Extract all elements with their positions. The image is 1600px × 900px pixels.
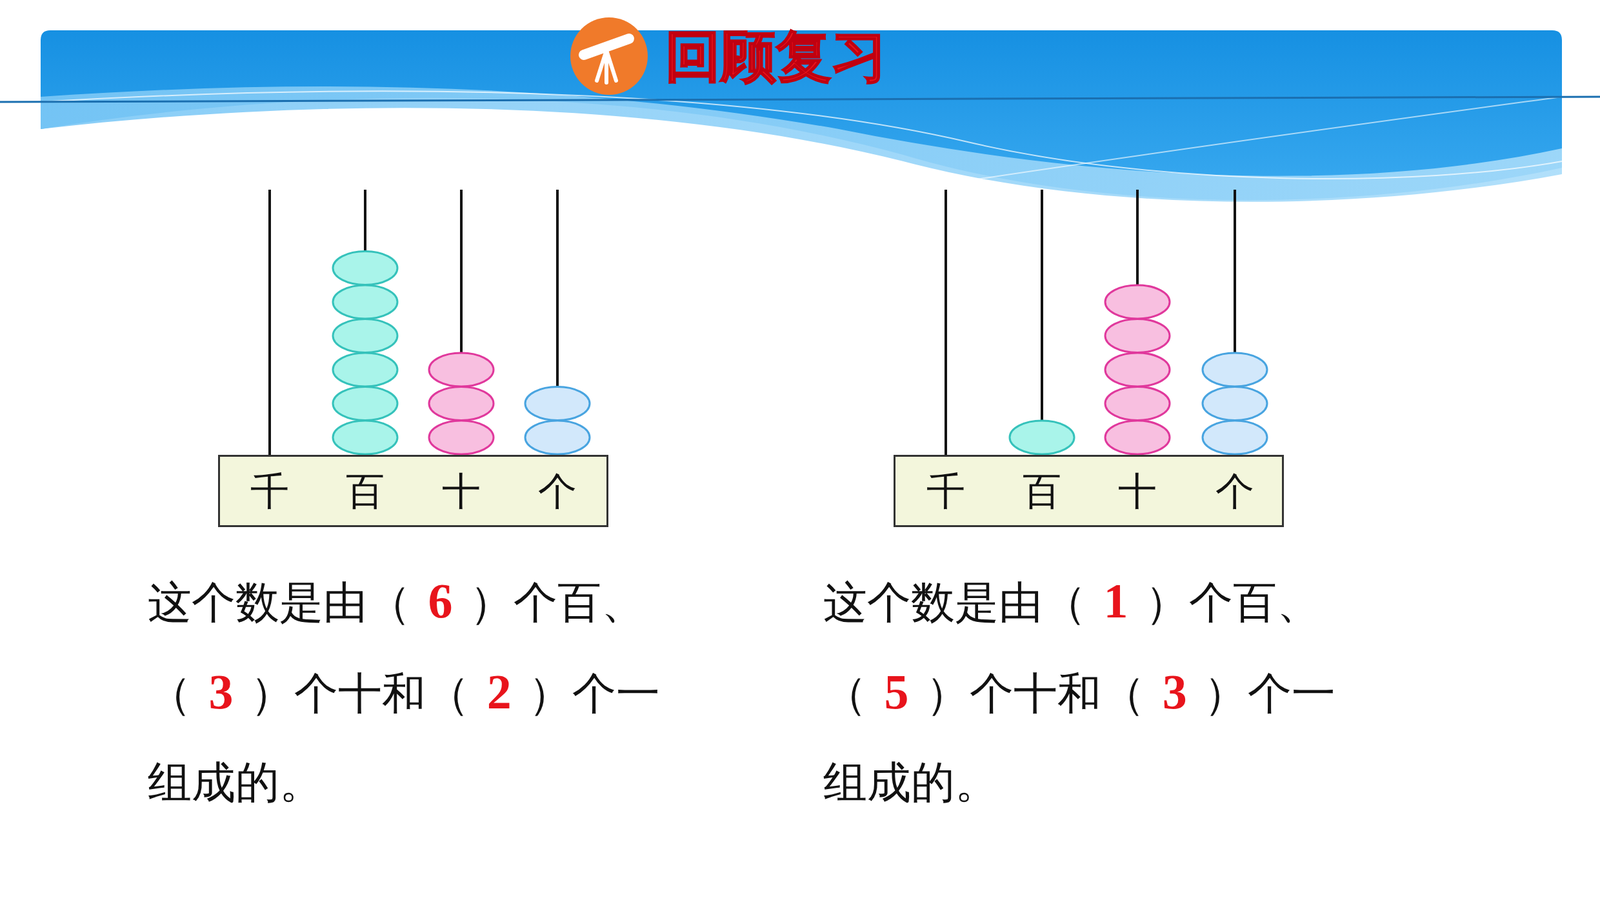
place-label: 千 xyxy=(250,471,290,511)
place-label: 百 xyxy=(1022,471,1062,511)
abacus-bead xyxy=(1202,420,1268,455)
header-wave xyxy=(40,86,1562,202)
place-label: 千 xyxy=(926,471,966,511)
sentence-text: 组成的。 xyxy=(823,756,999,808)
header-highlight xyxy=(967,96,1562,181)
sentence-text: ）个百、 xyxy=(469,576,646,628)
abacus-bead xyxy=(525,387,590,421)
place-label: 百 xyxy=(345,471,385,511)
abacus-bead xyxy=(332,285,398,319)
sentence: 这个数是由（ 1 ）个百、 （ 5 ）个十和（ 3 ）个一组成的。 xyxy=(823,556,1336,828)
header-rule xyxy=(0,96,1600,102)
abacus-rod xyxy=(944,189,948,455)
place-value-base: 千百十个 xyxy=(218,454,609,528)
abacus-bead xyxy=(332,387,398,421)
abacus-bead xyxy=(332,352,398,387)
place-label: 个 xyxy=(1215,471,1255,511)
telescope-icon xyxy=(570,17,648,95)
answer-number: 6 xyxy=(428,573,453,628)
sentence-text: 组成的。 xyxy=(147,756,324,808)
abacus-bead xyxy=(332,319,398,353)
abacus-bead xyxy=(525,420,590,455)
abacus-bead xyxy=(429,420,494,455)
abacus-bead xyxy=(1105,387,1170,421)
abacus-bead xyxy=(1105,352,1170,387)
place-label: 个 xyxy=(538,471,577,511)
answer-number: 5 xyxy=(884,664,910,719)
answer-number: 1 xyxy=(1103,573,1129,628)
sentence-text: （ xyxy=(823,667,868,719)
sentence-text: 这个数是由（ xyxy=(147,576,411,628)
telescope-icon xyxy=(583,38,630,83)
sentence-text: 这个数是由（ xyxy=(823,576,1087,628)
sentence-text: ）个百、 xyxy=(1145,576,1321,628)
slide-title: 回顾复习 xyxy=(665,28,888,84)
answer-number: 3 xyxy=(1162,664,1188,719)
abacus-rod xyxy=(1040,189,1044,455)
abacus-bead xyxy=(332,420,398,455)
answer-number: 2 xyxy=(487,664,512,719)
place-value-base: 千百十个 xyxy=(893,454,1284,528)
sentence-text: （ xyxy=(147,667,192,719)
abacus-bead xyxy=(1105,420,1170,455)
place-label: 十 xyxy=(441,471,481,511)
sentence: 这个数是由（ 6 ）个百、 （ 3 ）个十和（ 2 ）个一组成的。 xyxy=(147,556,660,828)
abacus-bead xyxy=(1202,387,1268,421)
header-highlight xyxy=(40,90,1562,179)
abacus-bead xyxy=(332,251,398,286)
abacus-bead xyxy=(1105,285,1170,319)
sentence-text: ）个十和（ xyxy=(250,667,470,719)
abacus-rod xyxy=(268,189,271,455)
abacus-bead xyxy=(1105,319,1170,353)
abacus-bead xyxy=(1202,352,1268,387)
answer-number: 3 xyxy=(209,664,234,719)
abacus-bead xyxy=(429,352,494,387)
sentence-text: ）个十和（ xyxy=(925,667,1146,719)
sentence-text: ）个一 xyxy=(1203,667,1336,719)
abacus xyxy=(269,189,1268,455)
place-label: 十 xyxy=(1118,471,1157,511)
abacus-bead xyxy=(429,387,494,421)
sentence-text: ）个一 xyxy=(528,667,660,719)
abacus-bead xyxy=(1009,420,1075,455)
